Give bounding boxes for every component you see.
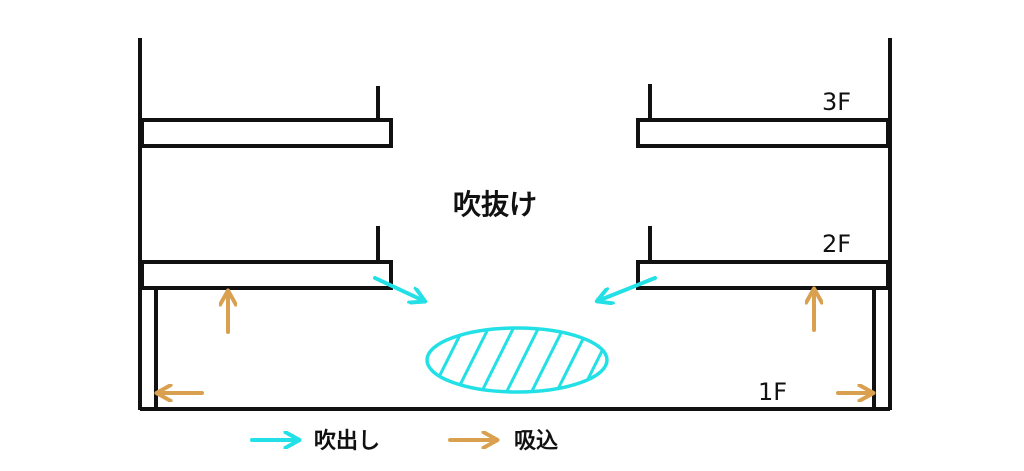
slab-3f-left (140, 118, 393, 148)
floor-label-2f: 2F (822, 230, 851, 258)
legend: 吹出し 吸込 (250, 428, 558, 454)
legend-blow-out-label: 吹出し (314, 428, 380, 454)
building-walls (138, 38, 892, 411)
intake-arrows (160, 292, 870, 393)
floor-label-1f: 1F (758, 378, 787, 406)
atrium-label: 吹抜け (453, 188, 537, 221)
floor-slab-2f (140, 226, 890, 290)
blow-out-arrows (373, 276, 657, 300)
air-zone-blob (425, 326, 609, 394)
floor-slab-3f (140, 84, 890, 148)
legend-intake-label: 吸込 (514, 429, 558, 454)
slab-2f-left (140, 260, 393, 290)
blow-out-arrow-left (373, 276, 422, 300)
air-zone-outline (425, 326, 609, 394)
floor-label-3f: 3F (822, 88, 851, 116)
blow-out-arrow-right (600, 276, 657, 300)
slab-3f-right (636, 118, 890, 148)
slab-2f-right (636, 260, 890, 290)
